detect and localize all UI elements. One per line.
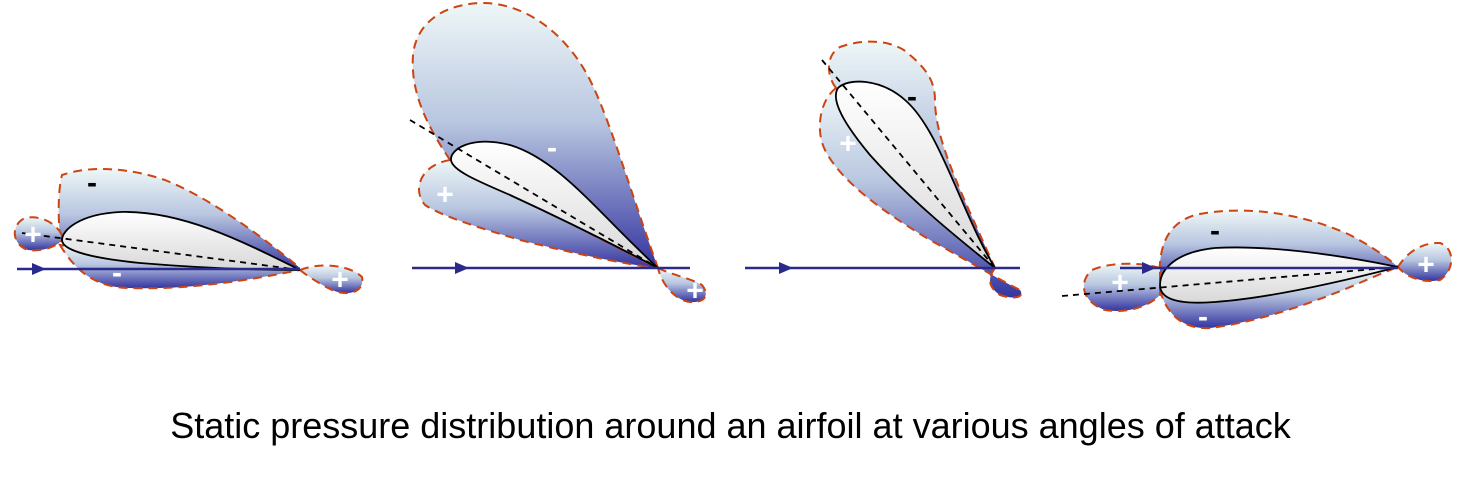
- airfoil-2: [450, 140, 659, 269]
- pressure-sign-2b: +: [436, 179, 454, 212]
- pressure-distribution-diagram: - + - + - + + - + - +: [13, 1, 1453, 334]
- pressure-envelope-nose-4: [1082, 262, 1161, 312]
- flow-arrow-1: [32, 263, 46, 275]
- flow-arrow-3: [779, 262, 793, 274]
- pressure-sign-1a: -: [87, 167, 97, 200]
- chord-line-2: [409, 119, 659, 269]
- pressure-envelope-tail-2: [656, 266, 707, 304]
- pressure-sign-2c: +: [686, 275, 704, 308]
- pressure-sign-3a: -: [907, 81, 917, 114]
- pressure-sign-4c: -: [1198, 301, 1208, 334]
- pressure-sign-4b: +: [1111, 267, 1129, 300]
- chord-line-1: [21, 232, 301, 271]
- pressure-envelope-tail-1: [298, 264, 364, 295]
- pressure-sign-3b: +: [839, 128, 857, 161]
- flow-arrow-4: [1142, 262, 1156, 274]
- chord-line-3: [821, 59, 996, 269]
- figure-caption: Static pressure distribution around an a…: [170, 405, 1291, 446]
- airfoil-1: [61, 211, 301, 271]
- pressure-sign-4d: +: [1417, 249, 1435, 282]
- panel-1-small-angle: - + - +: [13, 167, 364, 297]
- chord-line-4: [1061, 266, 1399, 297]
- pressure-sign-1d: +: [331, 264, 349, 297]
- airfoil-4: [1159, 246, 1399, 304]
- pressure-envelope-nose-1: [13, 216, 63, 252]
- panel-4-negative-angle: - + - +: [1061, 209, 1453, 334]
- pressure-sign-1c: -: [112, 257, 122, 290]
- pressure-sign-4a: -: [1210, 215, 1220, 248]
- panel-3-stall: - +: [745, 40, 1023, 299]
- panel-2-high-angle: - + +: [409, 1, 707, 308]
- pressure-envelope-tail-4: [1396, 241, 1453, 282]
- pressure-sign-2a: -: [547, 132, 557, 165]
- flow-arrow-2: [455, 262, 469, 274]
- pressure-sign-1b: +: [24, 219, 42, 252]
